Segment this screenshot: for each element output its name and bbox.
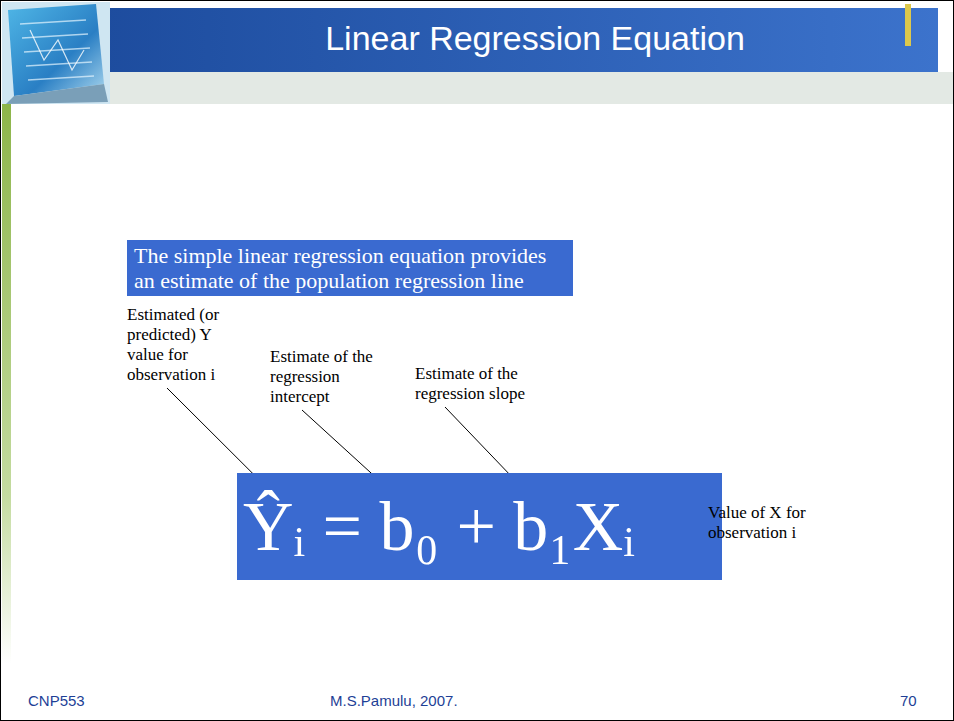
page-number: 70 (900, 692, 917, 710)
footer-text: M.S.Pamulu, 2007. (330, 692, 458, 710)
callout-text: Estimate of the regression slope (415, 364, 555, 404)
callout-text: Estimate of the regression intercept (270, 347, 382, 407)
callout-text: Estimated (or predicted) Y value for obs… (127, 305, 235, 385)
monitor-picture (2, 2, 110, 104)
header-bar (100, 8, 938, 72)
accent-bar (905, 4, 911, 46)
slide-title: Linear Regression Equation (150, 18, 920, 58)
side-stripe (2, 104, 11, 664)
leader-arrow (167, 388, 266, 487)
equation-text: Ŷᵢ = b₀ + b₁Xᵢ (243, 487, 635, 567)
equation-box: Ŷᵢ = b₀ + b₁Xᵢ (237, 473, 722, 580)
header-band (100, 72, 954, 104)
callout-text: Value of X for observation i (708, 503, 833, 543)
statement-text: The simple linear regression equation pr… (134, 243, 566, 293)
statement-box: The simple linear regression equation pr… (127, 240, 573, 296)
footer-text: CNP553 (28, 692, 85, 710)
